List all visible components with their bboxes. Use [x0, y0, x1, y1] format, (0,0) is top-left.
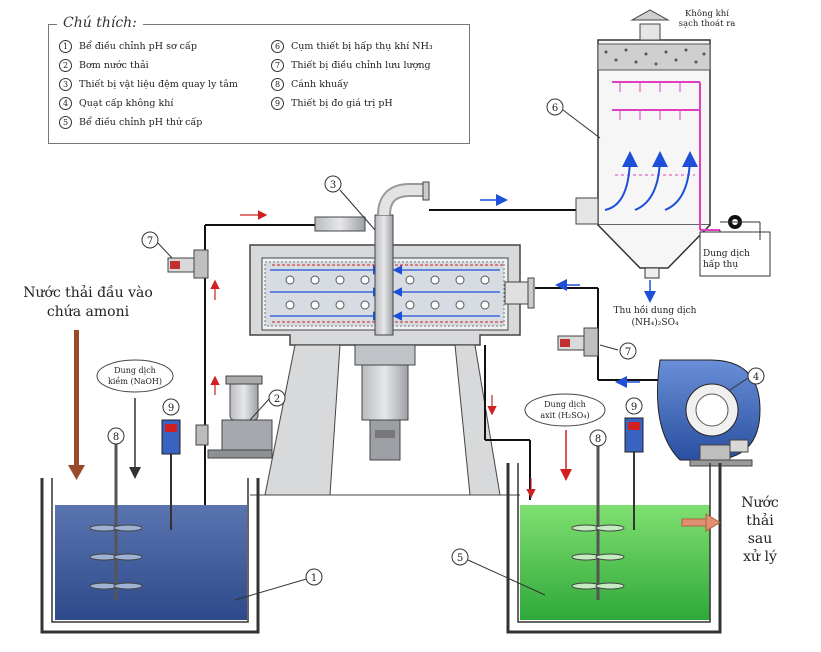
- ph-meter-left: [161, 419, 181, 530]
- legend-number: 2: [59, 59, 72, 72]
- callout-number: 9: [631, 402, 637, 413]
- callout-number: 9: [168, 403, 174, 414]
- legend-number: 7: [271, 59, 284, 72]
- clean-air-label: Không khí: [685, 8, 729, 19]
- flow-regulator-right: [557, 327, 599, 357]
- wastewater-pump: [195, 375, 273, 459]
- secondary-ph-tank: [506, 445, 722, 634]
- outlet-arrow: [681, 513, 721, 532]
- callout-number: 3: [330, 180, 336, 191]
- callout-badges: 1 2 3 4 5 6 7 7 8 8 9 9: [107, 98, 765, 586]
- callout-number: 7: [147, 236, 153, 247]
- legend-number: 4: [59, 97, 72, 110]
- legend-text: Thiết bị điều chỉnh lưu lượng: [291, 60, 431, 71]
- legend-text: Thiết bị vật liệu đệm quay ly tâm: [79, 79, 238, 90]
- callout-number: 1: [311, 573, 317, 584]
- legend-text: Cụm thiết bị hấp thụ khí NH₃: [291, 41, 433, 52]
- legend-number: 1: [59, 40, 72, 53]
- primary-ph-tank: [40, 440, 260, 634]
- legend-number: 3: [59, 78, 72, 91]
- air-fan: [657, 359, 761, 467]
- outlet-label-3: sau: [748, 531, 773, 547]
- legend-item: 6 Cụm thiết bị hấp thụ khí NH₃: [271, 37, 433, 56]
- outlet-label-2: thải: [746, 512, 774, 529]
- legend-text: Bể điều chỉnh pH thứ cấp: [79, 117, 203, 128]
- legend-number: 8: [271, 78, 284, 91]
- clean-air-label-2: sạch thoát ra: [679, 18, 736, 29]
- inlet-label: Nước thải đầu vào: [23, 284, 153, 301]
- alkali-bubble: [96, 359, 174, 393]
- legend-item: 9 Thiết bị đo giá trị pH: [271, 94, 433, 113]
- absorbent-label: Dung dịch: [703, 249, 750, 259]
- legend-item: 8 Cánh khuấy: [271, 75, 433, 94]
- legend-text: Quạt cấp không khí: [79, 98, 174, 109]
- acid-label: Dung dịch: [544, 400, 586, 409]
- legend-text: Thiết bị đo giá trị pH: [291, 98, 393, 109]
- callout-number: 4: [753, 372, 759, 383]
- legend-title: Chú thích:: [57, 15, 143, 31]
- ph-meter-right: [624, 417, 644, 530]
- legend-item: 7 Thiết bị điều chỉnh lưu lượng: [271, 56, 433, 75]
- alkali-label: Dung dịch: [114, 366, 156, 375]
- legend-box: Chú thích: 1 Bể điều chỉnh pH sơ cấp 2 Bơm…: [48, 15, 470, 144]
- inlet-label-2: chứa amoni: [47, 304, 130, 320]
- legend-number: 5: [59, 116, 72, 129]
- outlet-label-4: xử lý: [743, 548, 777, 565]
- legend-item: 5 Bể điều chỉnh pH thứ cấp: [59, 113, 238, 132]
- legend-number: 9: [271, 97, 284, 110]
- callout-number: 8: [113, 432, 119, 443]
- flow-arrows: [210, 194, 656, 499]
- callout-number: 5: [457, 553, 463, 564]
- absorbent-tank: [699, 215, 771, 277]
- alkali-label-2: kiềm (NaOH): [108, 377, 162, 386]
- legend-item: 1 Bể điều chỉnh pH sơ cấp: [59, 37, 238, 56]
- absorbent-label-2: hấp thụ: [703, 259, 738, 270]
- liquid-inlet-pipe: [314, 216, 366, 232]
- legend-item: 2 Bơm nước thải: [59, 56, 238, 75]
- outlet-label: Nước: [741, 495, 779, 511]
- legend-item: 4 Quạt cấp không khí: [59, 94, 238, 113]
- inlet-arrow: [68, 330, 85, 480]
- legend-item: 3 Thiết bị vật liệu đệm quay ly tâm: [59, 75, 238, 94]
- recovery-label-2: (NH₄)₂SO₄: [631, 317, 679, 328]
- legend-text: Bể điều chỉnh pH sơ cấp: [79, 41, 197, 52]
- rotating-packed-bed: [249, 181, 535, 496]
- tower-inlet-flange: [575, 197, 599, 225]
- legend-number: 6: [271, 40, 284, 53]
- callout-number: 6: [552, 103, 558, 114]
- recovery-label: Thu hồi dung dịch: [614, 305, 697, 316]
- legend-text: Cánh khuấy: [291, 79, 349, 90]
- acid-label-2: axit (H₂SO₄): [540, 411, 589, 420]
- flow-regulator-left: [167, 249, 209, 279]
- absorption-tower: [597, 9, 720, 279]
- callout-number: 2: [274, 394, 280, 405]
- legend-text: Bơm nước thải: [79, 60, 149, 71]
- callout-number: 7: [625, 347, 631, 358]
- acid-bubble: [524, 393, 606, 427]
- callout-number: 8: [595, 434, 601, 445]
